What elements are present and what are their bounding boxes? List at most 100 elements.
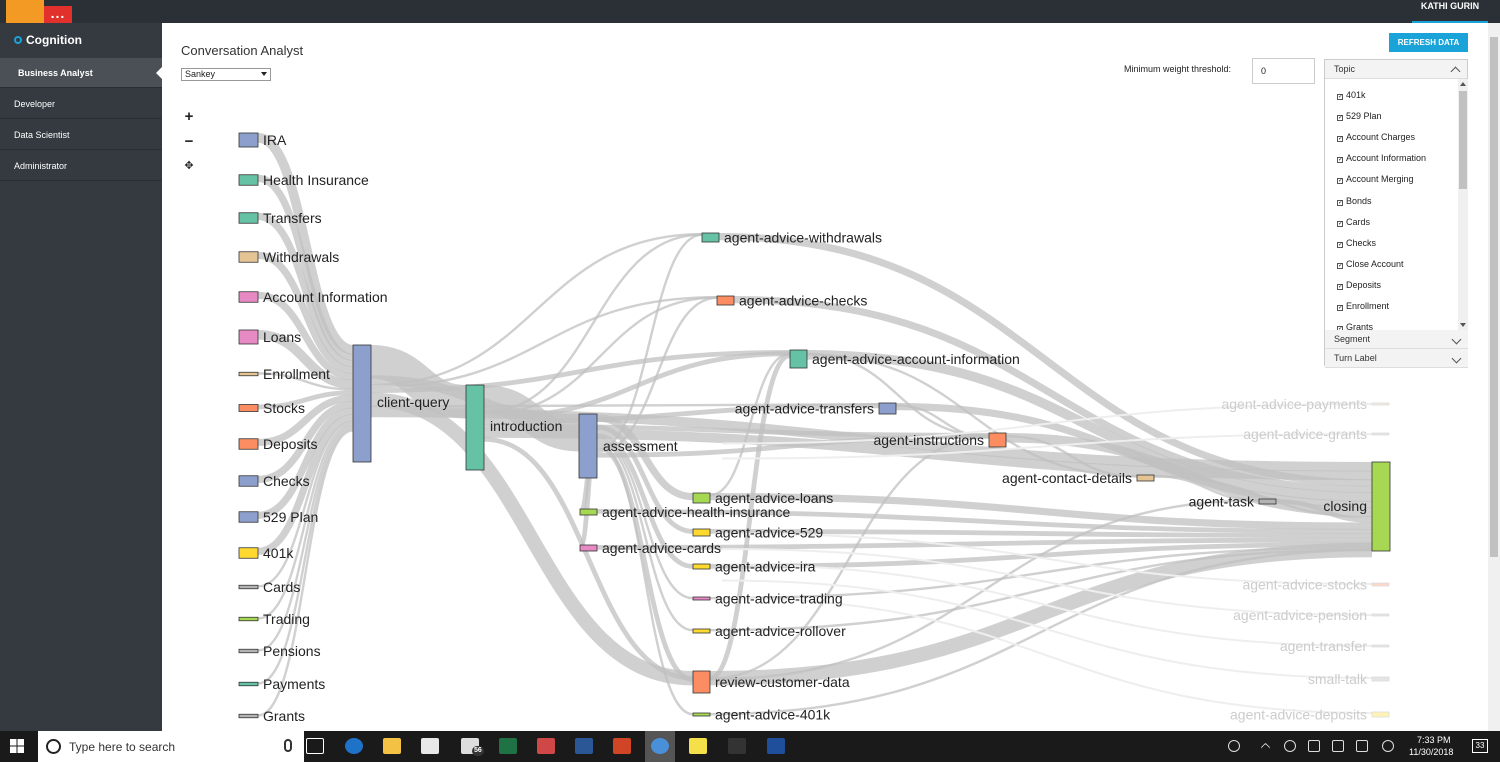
sankey-node-payments[interactable] <box>238 681 259 687</box>
sankey-link[interactable] <box>596 296 718 454</box>
sankey-node-pensions[interactable] <box>238 648 259 654</box>
topic-checkbox[interactable]: ✓Deposits <box>1337 279 1381 291</box>
sankey-link[interactable] <box>483 423 990 438</box>
window-scrollbar-thumb[interactable] <box>1490 37 1498 557</box>
sankey-node-withdrawals[interactable] <box>238 251 259 263</box>
topic-checkbox[interactable]: ✓Account Information <box>1337 152 1426 164</box>
taskbar-search[interactable]: Type here to search <box>38 731 304 762</box>
topic-scrollbar[interactable] <box>1458 79 1468 330</box>
sankey-link[interactable] <box>257 251 354 374</box>
window-scrollbar[interactable] <box>1488 23 1500 731</box>
sankey-node-aaai[interactable] <box>789 349 808 369</box>
sankey-node-enroll[interactable] <box>238 371 259 377</box>
sidebar-item-data-scientist[interactable]: Data Scientist <box>0 120 162 150</box>
sankey-link[interactable] <box>709 542 1373 686</box>
sankey-link[interactable] <box>257 427 354 685</box>
sankey-node-ai[interactable] <box>988 432 1007 448</box>
sankey-node-aacards[interactable] <box>579 544 598 552</box>
sankey-node-transfers[interactable] <box>238 212 259 224</box>
zoom-in-button[interactable]: + <box>180 108 198 126</box>
sidebar-item-developer[interactable]: Developer <box>0 89 162 119</box>
sankey-node-aaira[interactable] <box>692 563 711 570</box>
sankey-link[interactable] <box>596 444 694 683</box>
sankey-link[interactable] <box>1005 435 1138 478</box>
clock-time[interactable]: 7:33 PM <box>1417 735 1451 745</box>
sankey-node-assess[interactable] <box>578 413 598 479</box>
sankey-link[interactable] <box>483 403 880 425</box>
topic-scrollbar-thumb[interactable] <box>1459 91 1467 189</box>
file-explorer-icon[interactable] <box>382 736 402 756</box>
sankey-node-aa529[interactable] <box>692 528 711 537</box>
sankey-node-aahi[interactable] <box>579 508 598 516</box>
onedrive-icon[interactable] <box>1284 740 1296 752</box>
topic-checkbox[interactable]: ✓Enrollment <box>1337 300 1389 312</box>
sankey-link[interactable] <box>257 291 354 381</box>
sankey-link[interactable] <box>733 296 1373 493</box>
sankey-link[interactable] <box>257 420 354 588</box>
user-menu[interactable]: KATHI GURIN <box>1412 0 1488 23</box>
battery-icon[interactable] <box>1308 740 1320 752</box>
sankey-node-rcd[interactable] <box>692 670 711 694</box>
checkbox-checked-icon[interactable]: ✓ <box>1337 115 1344 122</box>
sankey-link[interactable] <box>257 422 354 620</box>
sankey-link[interactable] <box>257 414 354 555</box>
sankey-node-health[interactable] <box>238 174 259 186</box>
checkbox-checked-icon[interactable]: ✓ <box>1337 326 1343 330</box>
checkbox-checked-icon[interactable]: ✓ <box>1337 220 1344 227</box>
topic-checkbox[interactable]: ✓529 Plan <box>1337 110 1382 122</box>
topic-checkbox[interactable]: ✓Close Account <box>1337 258 1404 270</box>
scroll-up-icon[interactable] <box>1460 82 1466 86</box>
sankey-link[interactable] <box>257 401 354 483</box>
checkbox-checked-icon[interactable]: ✓ <box>1337 136 1344 143</box>
sankey-node-acctinfo[interactable] <box>238 291 259 303</box>
sankey-node-aape[interactable] <box>1371 613 1390 617</box>
sankey-link[interactable] <box>256 133 355 355</box>
view-select[interactable]: Sankey <box>181 68 271 81</box>
sankey-node-grants[interactable] <box>238 713 259 719</box>
segment-header[interactable]: Segment <box>1325 330 1468 349</box>
threshold-input[interactable] <box>1252 58 1315 84</box>
sankey-link[interactable] <box>483 436 694 681</box>
checkbox-checked-icon[interactable]: ✓ <box>1337 199 1344 206</box>
sankey-link[interactable] <box>709 529 1373 539</box>
microphone-icon[interactable] <box>284 739 292 752</box>
sankey-node-p529[interactable] <box>238 511 259 523</box>
refresh-data-button[interactable]: REFRESH DATA <box>1389 33 1468 52</box>
sankey-node-aas[interactable] <box>1371 582 1390 587</box>
sankey-link[interactable] <box>483 233 703 414</box>
sankey-node-cards[interactable] <box>238 584 259 590</box>
sankey-link[interactable] <box>257 407 354 519</box>
store-icon[interactable] <box>420 736 440 756</box>
mail-icon[interactable]: 56 <box>460 736 484 756</box>
sankey-link[interactable] <box>257 390 354 410</box>
sankey-node-aal[interactable] <box>692 492 711 504</box>
sankey-node-closing[interactable] <box>1371 461 1391 552</box>
sankey-link[interactable] <box>596 424 694 534</box>
sankey-node-aat[interactable] <box>878 402 897 415</box>
sankey-node-k401[interactable] <box>238 547 259 559</box>
sankey-link[interactable] <box>718 233 1373 487</box>
sidebar-item-administrator[interactable]: Administrator <box>0 151 162 181</box>
checkbox-checked-icon[interactable]: ✓ <box>1337 283 1344 290</box>
chevron-up-icon[interactable] <box>1260 742 1271 753</box>
sankey-node-stocks[interactable] <box>238 404 259 412</box>
sankey-link[interactable] <box>1005 433 1373 517</box>
snipping-icon[interactable] <box>536 736 556 756</box>
sankey-link[interactable] <box>596 509 1373 534</box>
sankey-link[interactable] <box>709 493 1373 530</box>
checkbox-checked-icon[interactable]: ✓ <box>1337 178 1344 185</box>
topic-checkbox[interactable]: ✓Bonds <box>1337 195 1372 207</box>
topic-checkbox[interactable]: ✓Account Charges <box>1337 131 1415 143</box>
zoom-out-button[interactable]: − <box>180 133 198 151</box>
checkbox-checked-icon[interactable]: ✓ <box>1337 241 1344 248</box>
sankey-node-intro[interactable] <box>465 384 485 471</box>
sankey-link[interactable] <box>257 212 354 368</box>
sankey-node-aap[interactable] <box>1371 402 1390 406</box>
clock-date[interactable]: 11/30/2018 <box>1409 747 1454 757</box>
checkbox-checked-icon[interactable]: ✓ <box>1337 262 1344 269</box>
sankey-node-acd[interactable] <box>1136 474 1155 482</box>
network-icon[interactable] <box>1332 740 1344 752</box>
sankey-node-trading[interactable] <box>238 616 259 622</box>
brand[interactable]: Cognition <box>14 33 82 47</box>
